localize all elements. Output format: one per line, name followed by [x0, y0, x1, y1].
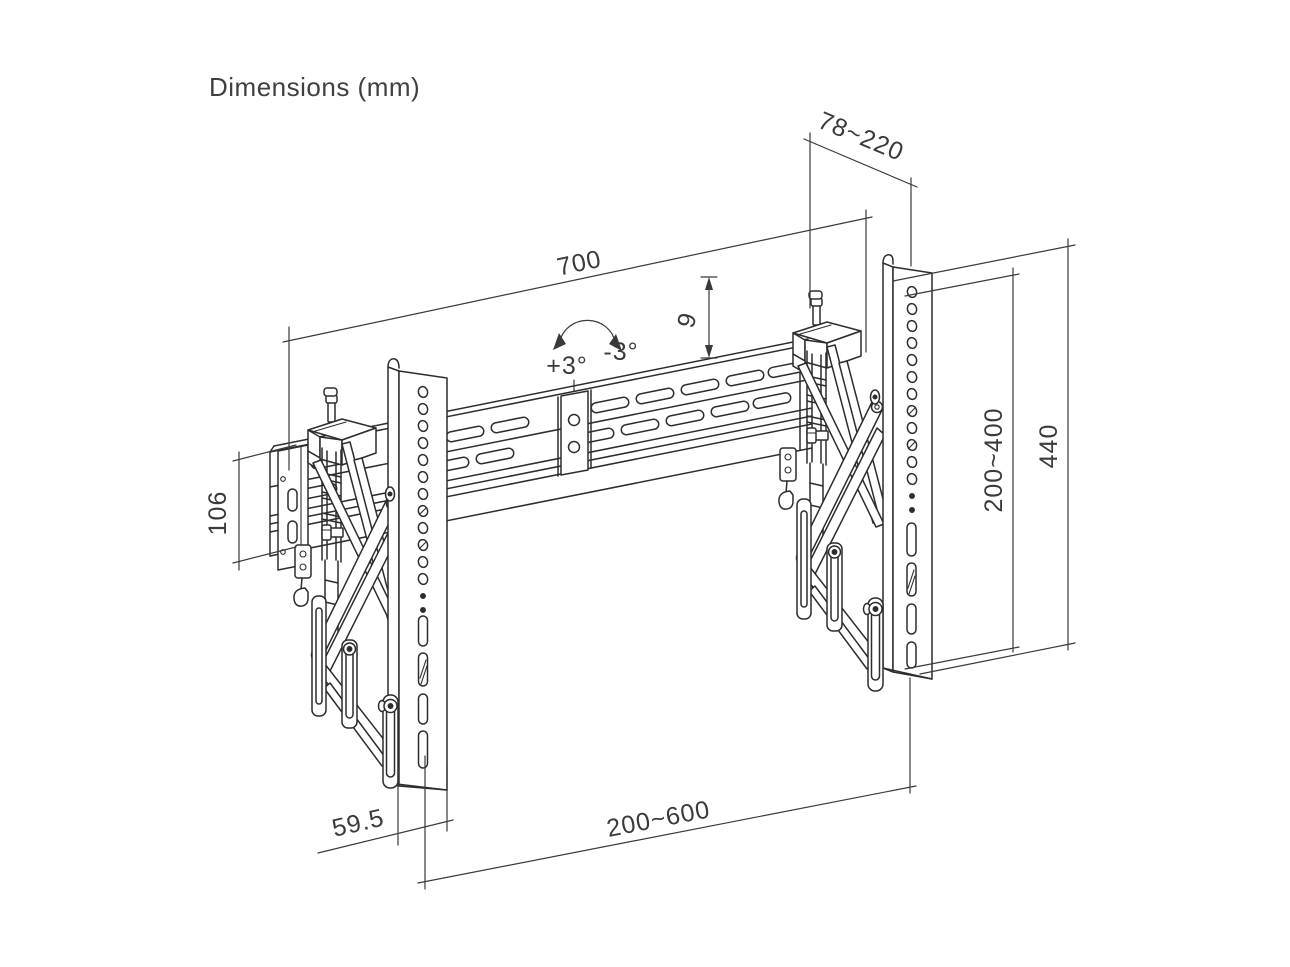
right-bracket-holes [906, 285, 918, 513]
dim-label-tilt-up: +3° [546, 352, 588, 380]
dim-label-tilt-down: -3° [603, 338, 638, 366]
dim-label-vesa-height: 200~400 [980, 407, 1008, 512]
wall-rail-slots [298, 361, 807, 500]
dim-bracket-height: 440 [892, 238, 1076, 675]
dim-label-height-adjust: 9 [672, 309, 703, 331]
dim-tilt: +3° -3° [546, 319, 638, 380]
page-title: Dimensions (mm) [209, 72, 420, 102]
dimension-annotations: 78~220 700 9 +3° -3° [204, 106, 1076, 890]
dim-vesa-height: 200~400 [904, 267, 1020, 670]
splice-plate [557, 379, 592, 477]
dim-label-bracket-height: 440 [1035, 424, 1063, 469]
left-bracket-holes [417, 385, 429, 613]
right-bracket-slots [906, 522, 917, 669]
right-tv-bracket [882, 254, 933, 680]
dim-height-adjust: 9 [672, 276, 718, 359]
dim-rail-length: 700 [282, 209, 873, 471]
dim-label-rail-profile: 106 [204, 491, 232, 536]
dim-rail-profile: 106 [204, 444, 297, 571]
